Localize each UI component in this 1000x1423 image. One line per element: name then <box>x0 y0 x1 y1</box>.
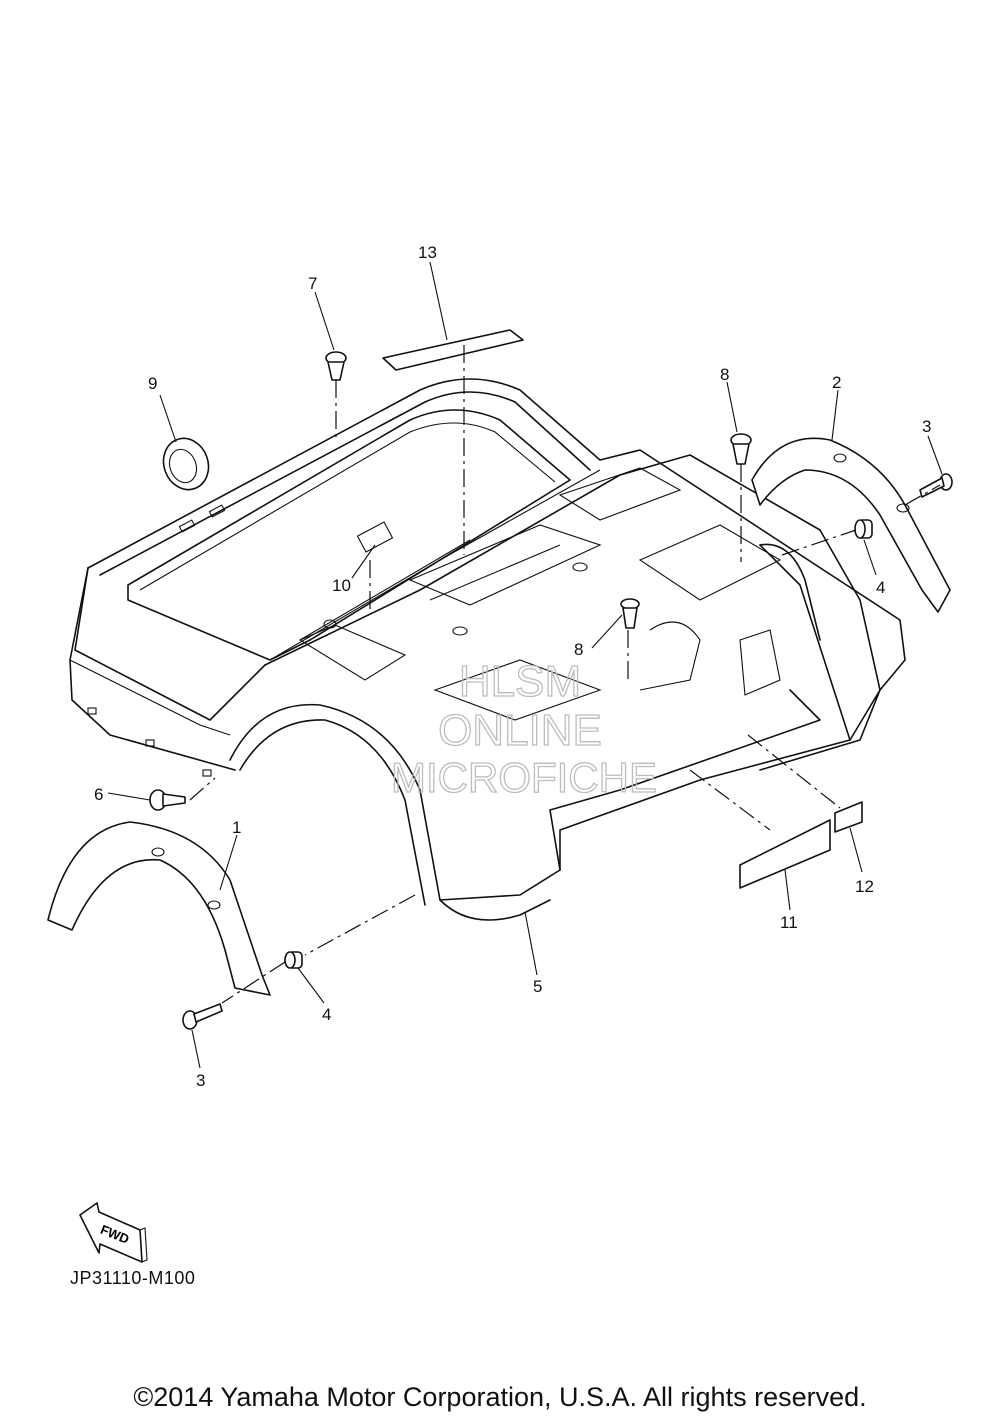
decal-11 <box>739 819 831 889</box>
clip-8-lower <box>620 598 640 629</box>
assembly-lines <box>189 345 941 1004</box>
callout-3-right: 3 <box>922 417 931 436</box>
decal-13 <box>382 329 524 371</box>
screw-3-left <box>182 1003 223 1030</box>
callout-2: 2 <box>832 373 841 392</box>
clip-8-upper <box>730 433 752 465</box>
callout-8-upper: 8 <box>720 365 729 384</box>
callout-4-left: 4 <box>322 1005 331 1024</box>
rivet-6 <box>149 789 186 811</box>
callout-13: 13 <box>418 243 437 262</box>
callout-11: 11 <box>780 913 798 932</box>
collar-4-right <box>854 519 873 539</box>
grommet-9 <box>162 437 210 491</box>
diagram-code: JP31110-M100 <box>70 1268 196 1288</box>
screw-3-right <box>919 473 953 498</box>
callout-6: 6 <box>94 785 103 804</box>
callout-8-lower: 8 <box>574 640 583 659</box>
callout-5: 5 <box>533 977 542 996</box>
callout-1: 1 <box>232 818 241 837</box>
clip-7 <box>325 351 347 381</box>
fender-flare-2 <box>751 437 951 613</box>
collar-4-left <box>284 951 303 969</box>
copyright-notice: ©2014 Yamaha Motor Corporation, U.S.A. A… <box>133 1382 867 1412</box>
watermark-line-1: HLSM <box>459 657 581 706</box>
fender-flare-1 <box>47 821 271 996</box>
watermark-line-3: MICROFICHE <box>391 754 657 801</box>
callout-9: 9 <box>148 374 157 393</box>
callout-10: 10 <box>332 576 351 595</box>
callouts: 13 7 9 8 2 3 4 10 8 6 1 12 11 5 4 3 <box>94 243 931 1090</box>
callout-3-left: 3 <box>196 1071 205 1090</box>
callout-7: 7 <box>308 274 317 293</box>
callout-4-right: 4 <box>876 578 885 597</box>
rear-body-panel <box>69 378 906 921</box>
leader-lines <box>107 261 943 1069</box>
watermark: HLSM ONLINE MICROFICHE <box>390 656 657 801</box>
decal-12 <box>834 801 863 833</box>
callout-12: 12 <box>855 877 874 896</box>
watermark-line-2: ONLINE <box>438 706 602 755</box>
fwd-arrow-icon: FWD <box>79 1202 148 1263</box>
